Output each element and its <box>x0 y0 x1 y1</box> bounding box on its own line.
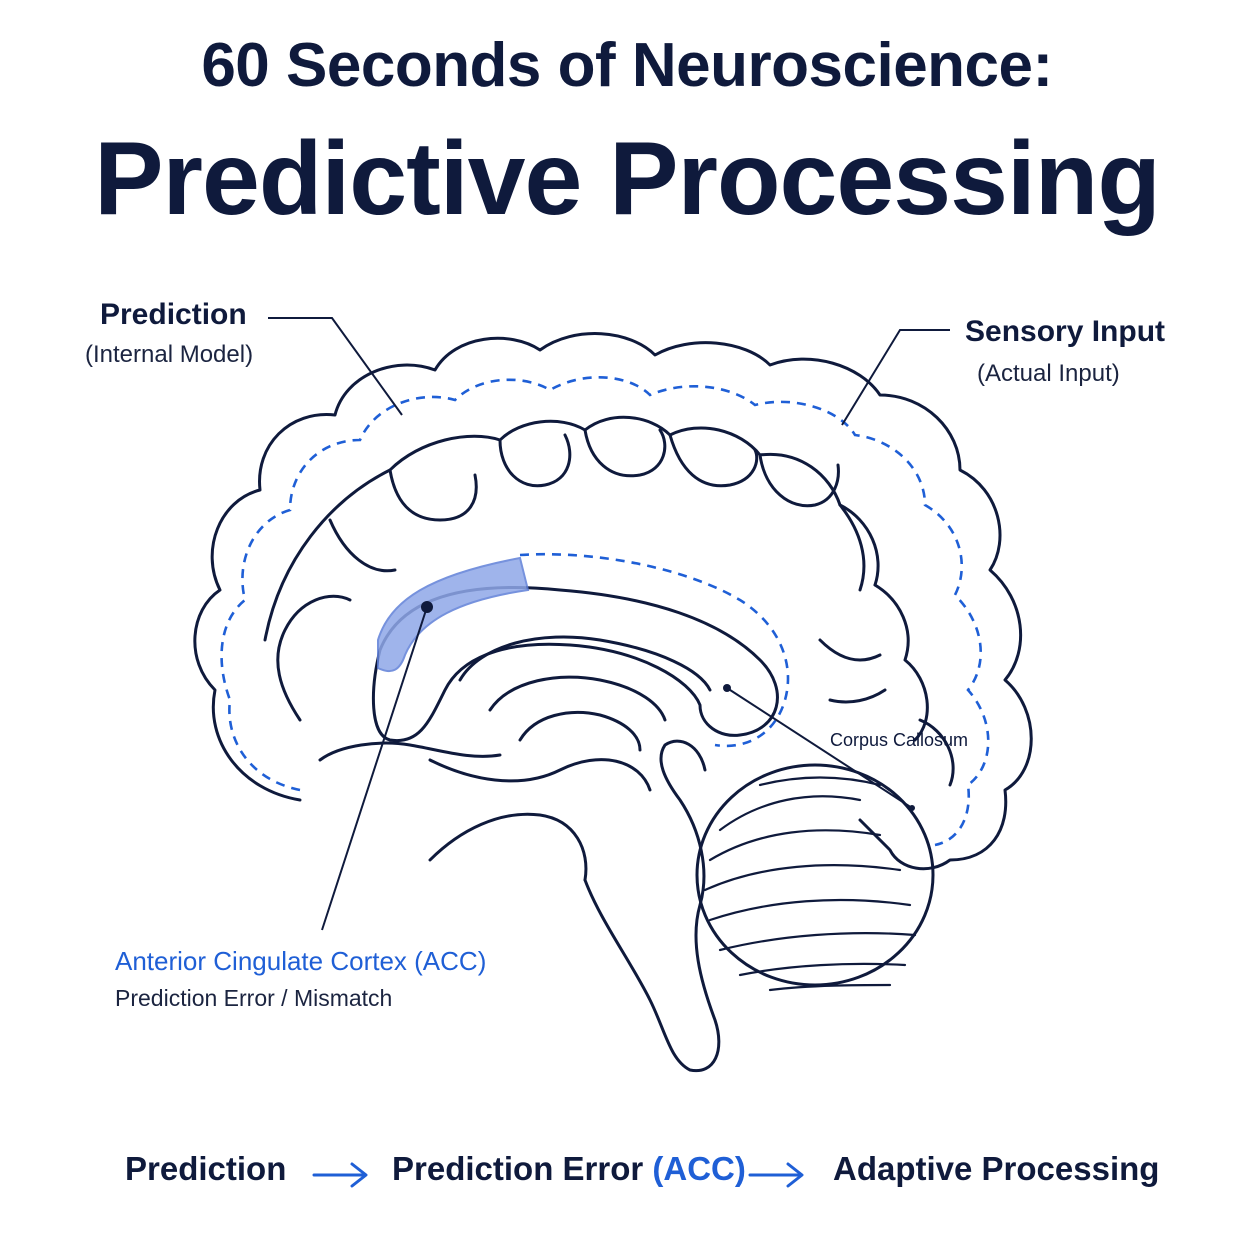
brainstem-outline <box>583 739 721 1073</box>
flow-step-prediction: Prediction <box>125 1150 287 1187</box>
corpus-pin-dot <box>723 684 731 692</box>
acc-label: Anterior Cingulate Cortex (ACC) <box>115 946 487 976</box>
title-line-1: 60 Seconds of Neuroscience: <box>201 31 1053 100</box>
acc-highlight <box>377 556 530 673</box>
right-arrow-icon <box>748 1162 804 1188</box>
sensory-input-sublabel: (Actual Input) <box>977 360 1120 387</box>
corpus-leader-line <box>726 687 913 809</box>
corpus-callosum-outline <box>372 586 779 743</box>
acc-leader-line <box>321 606 428 931</box>
prediction-label: Prediction <box>100 298 247 331</box>
acc-pin-dot <box>421 601 433 613</box>
flow-step-prediction-error: Prediction Error (ACC) <box>392 1150 746 1200</box>
corpus-callosum-label: Corpus Callosum <box>830 730 969 750</box>
prediction-sublabel: (Internal Model) <box>85 341 254 368</box>
gyri-upper <box>263 415 880 642</box>
title-line-2: Predictive Processing <box>94 121 1161 237</box>
sensory-input-label: Sensory Input <box>965 315 1166 348</box>
prediction-leader-line <box>268 317 403 416</box>
cerebellum-outline <box>695 763 935 987</box>
sensory-leader-line <box>841 329 950 426</box>
flow-acc-text: (ACC) <box>652 1150 746 1187</box>
right-arrow-icon <box>312 1162 368 1188</box>
flow-prediction-error-text: Prediction Error <box>392 1150 644 1187</box>
cerebrum-outline <box>193 332 1033 871</box>
flow-step-adaptive-processing: Adaptive Processing <box>833 1150 1160 1187</box>
acc-dashed-contour <box>519 552 790 748</box>
prediction-dashed-contour <box>220 375 990 847</box>
acc-sublabel: Prediction Error / Mismatch <box>115 985 393 1011</box>
